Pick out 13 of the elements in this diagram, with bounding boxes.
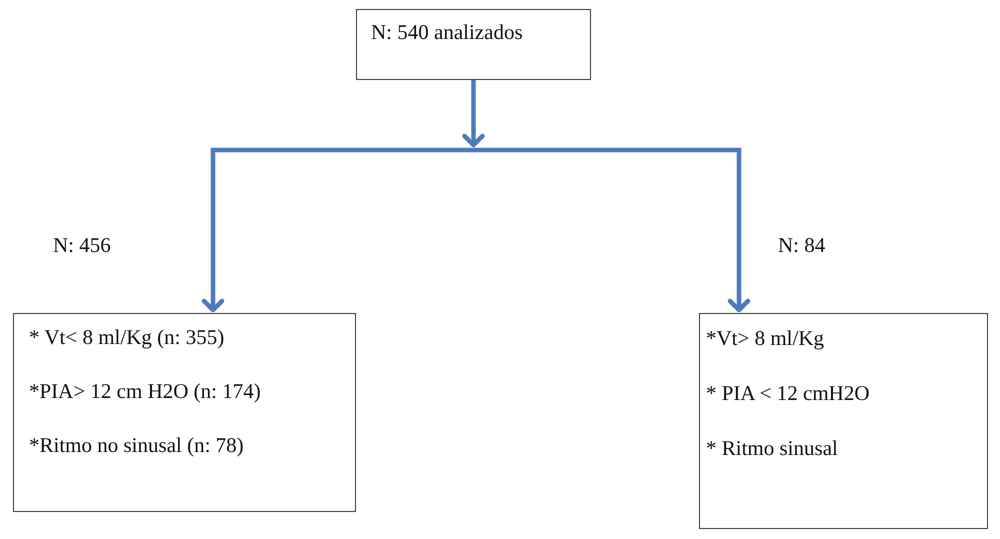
- process-box: [13, 313, 356, 512]
- arrow: [474, 148, 750, 312]
- box-text: *Vt> 8 ml/Kg: [706, 326, 824, 350]
- box-text: *Ritmo no sinusal (n: 78): [29, 433, 244, 457]
- box-text: *PIA> 12 cm H2O (n: 174): [29, 379, 261, 403]
- process-box: [356, 9, 591, 80]
- arrow: [202, 148, 474, 312]
- arrow: [462, 80, 485, 148]
- box-text: * Vt< 8 ml/Kg (n: 355): [29, 325, 224, 349]
- box-text: * Ritmo sinusal: [706, 436, 838, 460]
- box-text: N: 540 analizados: [371, 20, 523, 44]
- process-box: [699, 313, 988, 529]
- box-text: * PIA < 12 cmH2O: [706, 381, 870, 405]
